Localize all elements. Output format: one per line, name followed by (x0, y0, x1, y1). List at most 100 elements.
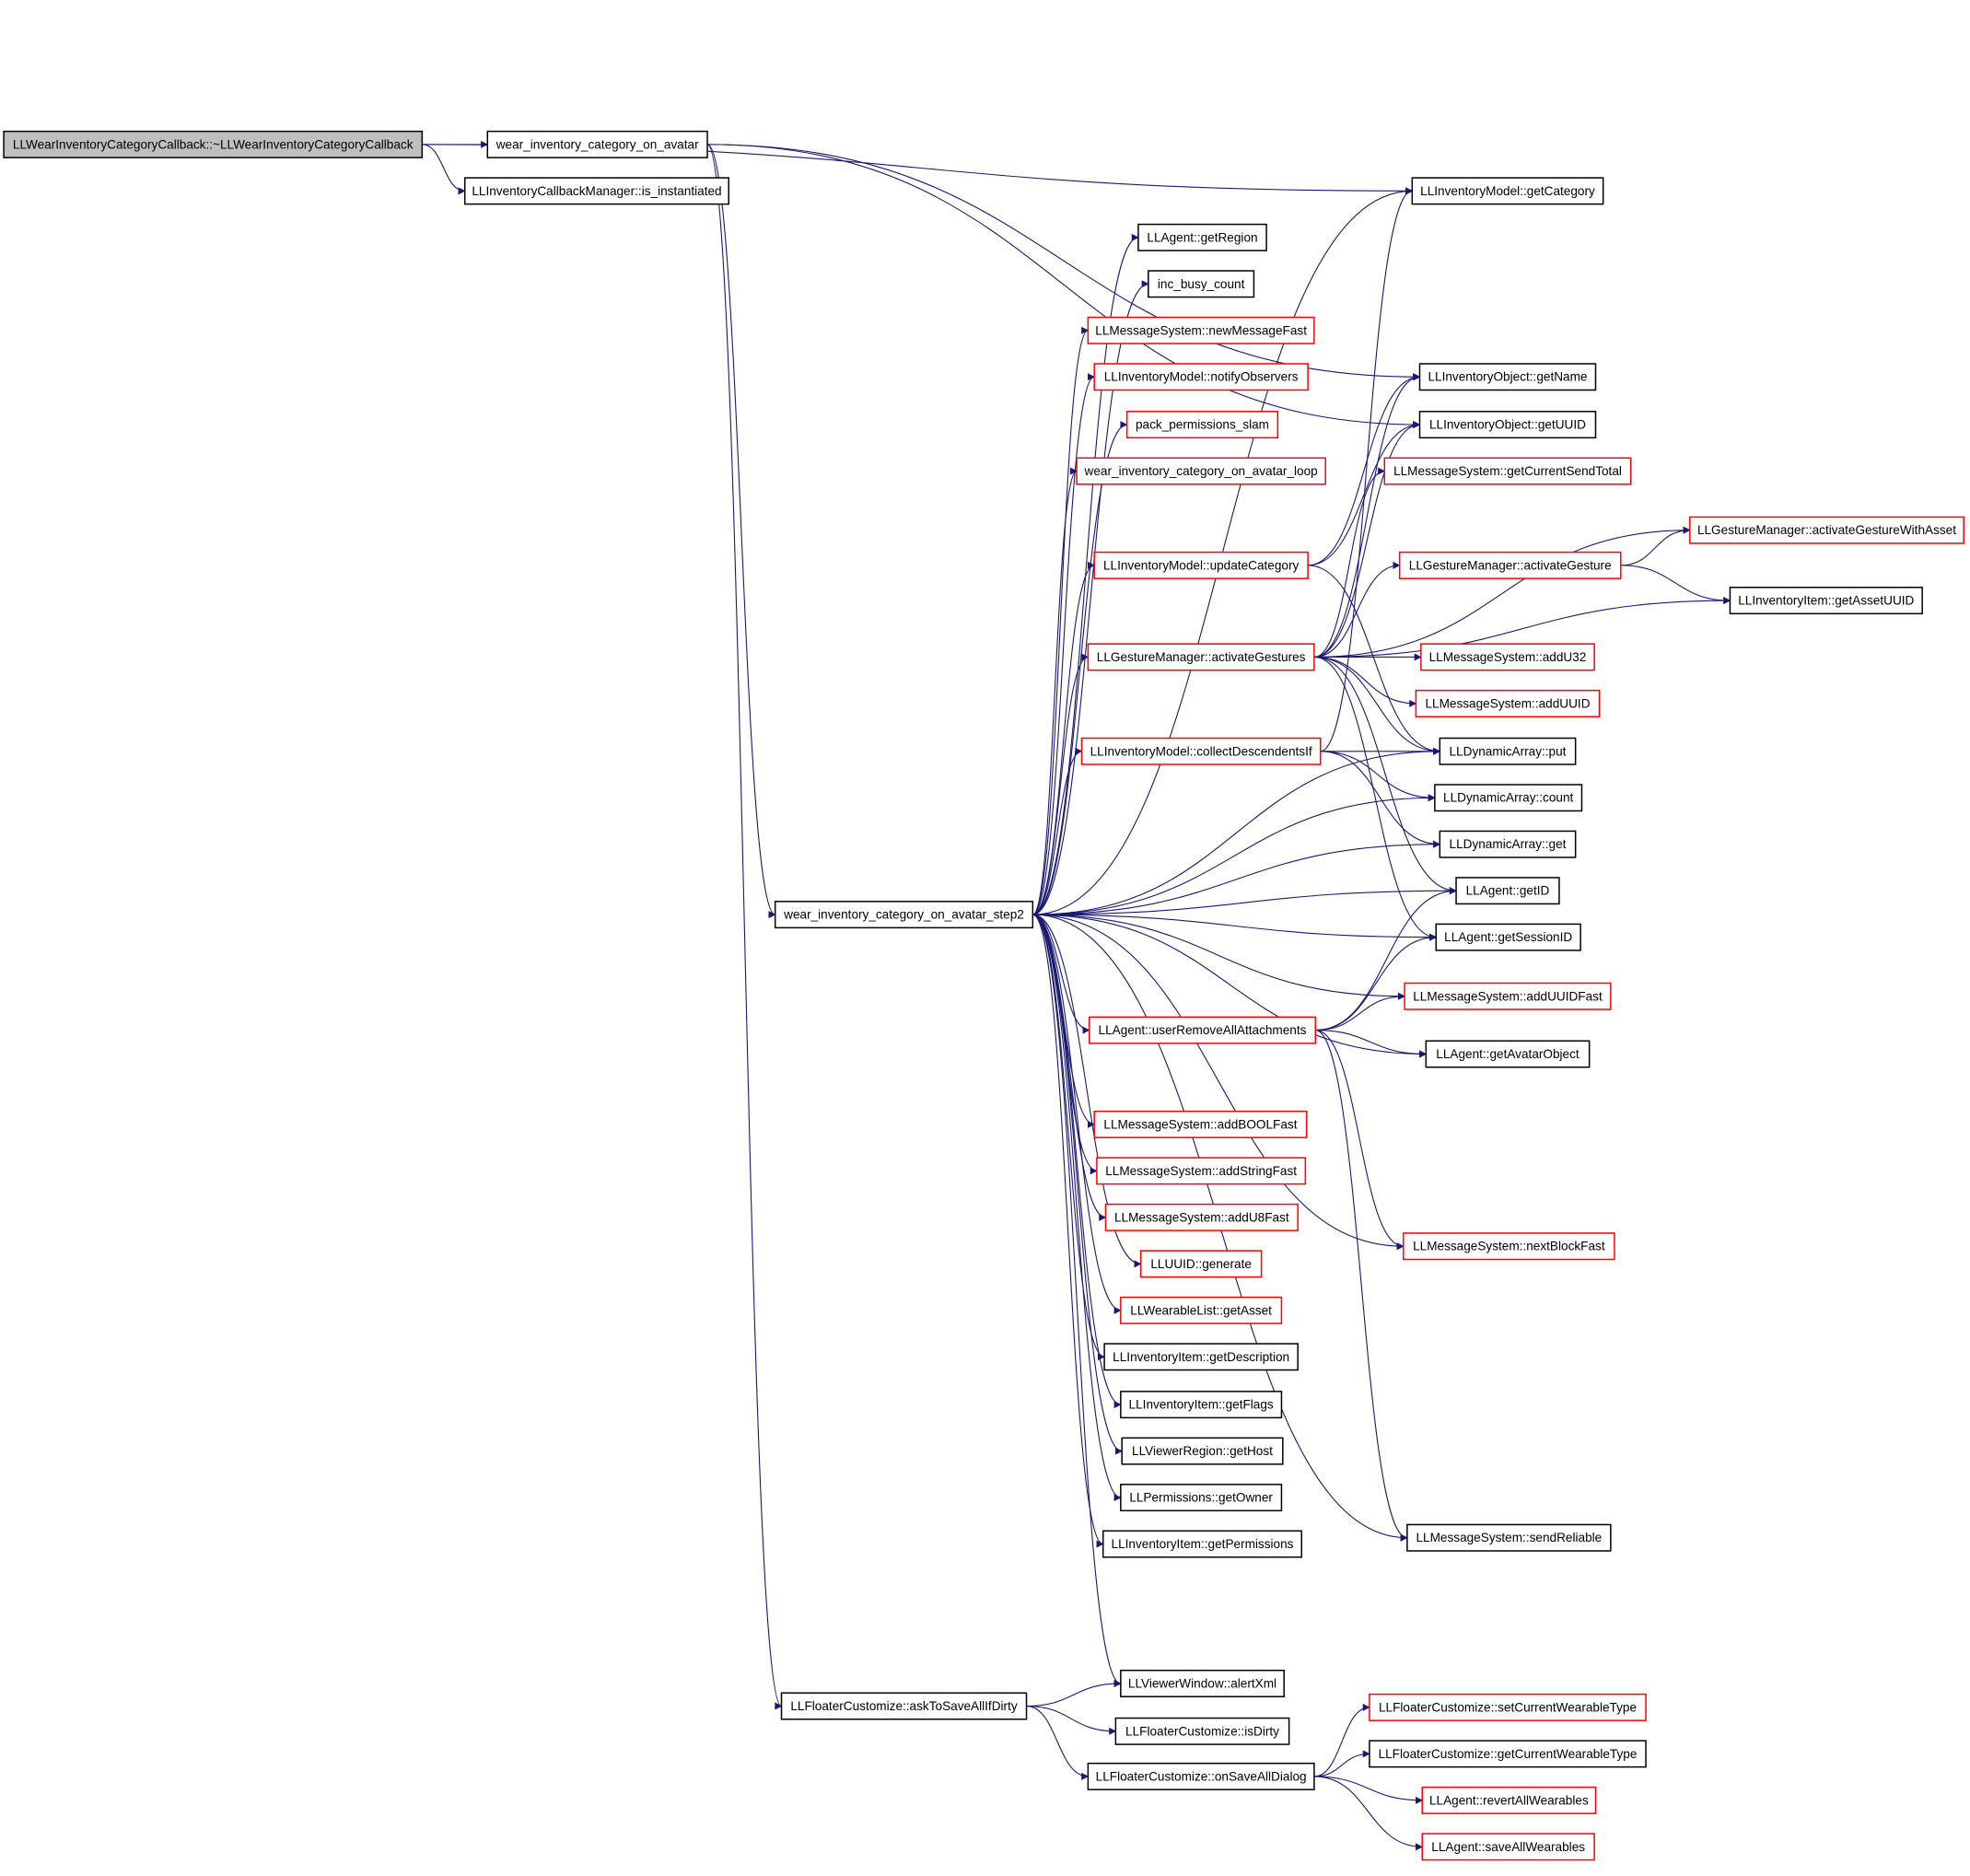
node-box[interactable] (1139, 1250, 1263, 1278)
node-label[interactable]: LLAgent::getSessionID (1444, 930, 1572, 944)
node-actgesture[interactable]: LLGestureManager::activateGesture (1398, 551, 1622, 579)
node-agsessid[interactable]: LLAgent::getSessionID (1435, 923, 1581, 951)
node-box[interactable] (1088, 1016, 1317, 1044)
node-updcategory[interactable]: LLInventoryModel::updateCategory (1093, 551, 1309, 579)
node-box[interactable] (3, 130, 424, 158)
node-box[interactable] (1121, 1437, 1284, 1465)
node-box[interactable] (1369, 1693, 1647, 1721)
node-label[interactable]: LLMessageSystem::addBOOLFast (1103, 1117, 1297, 1131)
node-label[interactable]: LLAgent::getID (1466, 884, 1550, 898)
node-label[interactable]: LLViewerWindow::alertXml (1128, 1676, 1276, 1690)
node-aggetid[interactable]: LLAgent::getID (1455, 877, 1560, 905)
node-label[interactable]: LLAgent::getRegion (1147, 230, 1257, 244)
node-asktosave[interactable]: LLFloaterCustomize::askToSaveAllIfDirty (780, 1692, 1028, 1720)
node-box[interactable] (1689, 516, 1964, 544)
node-vrhost[interactable]: LLViewerRegion::getHost (1121, 1437, 1284, 1465)
node-actgestwa[interactable]: LLGestureManager::activateGestureWithAss… (1689, 516, 1964, 544)
node-incbusy[interactable]: inc_busy_count (1148, 270, 1255, 298)
node-box[interactable] (1087, 643, 1315, 671)
node-box[interactable] (1404, 982, 1612, 1010)
node-label[interactable]: LLDynamicArray::count (1443, 791, 1574, 805)
node-box[interactable] (1434, 784, 1583, 812)
node-label[interactable]: LLMessageSystem::sendReliable (1416, 1531, 1602, 1544)
node-box[interactable] (1439, 830, 1577, 858)
node-label[interactable]: LLAgent::userRemoveAllAttachments (1099, 1023, 1307, 1037)
node-box[interactable] (1418, 411, 1597, 439)
node-label[interactable]: LLFloaterCustomize::isDirty (1125, 1724, 1279, 1738)
node-box[interactable] (1120, 1669, 1285, 1697)
node-addstringfast[interactable]: LLMessageSystem::addStringFast (1096, 1157, 1307, 1185)
node-box[interactable] (1418, 363, 1597, 391)
node-label[interactable]: LLDynamicArray::get (1450, 837, 1567, 851)
node-label[interactable]: LLInventoryObject::getUUID (1429, 418, 1586, 432)
node-alertxml[interactable]: LLViewerWindow::alertXml (1120, 1669, 1285, 1697)
node-box[interactable] (1120, 1391, 1283, 1419)
node-setcurwt[interactable]: LLFloaterCustomize::setCurrentWearableTy… (1369, 1693, 1647, 1721)
node-label[interactable]: LLMessageSystem::addStringFast (1105, 1164, 1297, 1178)
node-box[interactable] (1420, 643, 1595, 671)
node-getuuid[interactable]: LLInventoryObject::getUUID (1418, 411, 1597, 439)
node-label[interactable]: LLFloaterCustomize::askToSaveAllIfDirty (790, 1699, 1017, 1713)
node-box[interactable] (1425, 1040, 1591, 1068)
node-box[interactable] (1093, 551, 1309, 579)
node-icm-inst[interactable]: LLInventoryCallbackManager::is_instantia… (463, 177, 729, 205)
node-box[interactable] (1421, 1786, 1597, 1814)
node-label[interactable]: LLAgent::revertAllWearables (1429, 1793, 1589, 1807)
node-label[interactable]: LLWearableList::getAsset (1130, 1303, 1272, 1317)
node-label[interactable]: LLAgent::saveAllWearables (1431, 1840, 1585, 1854)
node-label[interactable]: LLGestureManager::activateGesture (1409, 558, 1612, 572)
node-box[interactable] (1406, 1523, 1612, 1552)
node-permowner[interactable]: LLPermissions::getOwner (1120, 1484, 1283, 1512)
node-box[interactable] (1120, 1484, 1283, 1512)
node-box[interactable] (1411, 177, 1604, 205)
node-box[interactable] (1102, 1530, 1303, 1558)
node-packperm[interactable]: pack_permissions_slam (1125, 411, 1279, 439)
node-addu32[interactable]: LLMessageSystem::addU32 (1420, 643, 1595, 671)
node-avatarobj[interactable]: LLAgent::getAvatarObject (1425, 1040, 1591, 1068)
node-newmsgfast[interactable]: LLMessageSystem::newMessageFast (1087, 316, 1315, 344)
node-wicoaloop[interactable]: wear_inventory_category_on_avatar_loop (1076, 457, 1326, 485)
node-daget[interactable]: LLDynamicArray::get (1439, 830, 1577, 858)
node-onsaveall[interactable]: LLFloaterCustomize::onSaveAllDialog (1087, 1762, 1315, 1790)
node-daput[interactable]: LLDynamicArray::put (1439, 737, 1577, 765)
node-label[interactable]: LLFloaterCustomize::getCurrentWearableTy… (1379, 1747, 1638, 1761)
node-getname[interactable]: LLInventoryObject::getName (1418, 363, 1597, 391)
node-box[interactable] (1093, 363, 1309, 391)
node-label[interactable]: LLMessageSystem::nextBlockFast (1413, 1240, 1605, 1253)
node-box[interactable] (1137, 223, 1267, 251)
node-box[interactable] (1096, 1157, 1307, 1185)
node-label[interactable]: LLInventoryModel::collectDescendentsIf (1090, 744, 1312, 758)
node-collectdesc[interactable]: LLInventoryModel::collectDescendentsIf (1080, 737, 1322, 765)
node-label[interactable]: LLMessageSystem::newMessageFast (1095, 323, 1307, 337)
node-label[interactable]: wear_inventory_category_on_avatar_loop (1084, 464, 1318, 478)
node-nextblockfast[interactable]: LLMessageSystem::nextBlockFast (1403, 1232, 1615, 1261)
node-box[interactable] (1104, 1203, 1299, 1231)
node-label[interactable]: LLInventoryModel::updateCategory (1103, 558, 1300, 572)
node-box[interactable] (1093, 1110, 1308, 1138)
node-box[interactable] (780, 1692, 1028, 1720)
node-box[interactable] (1080, 737, 1322, 765)
node-box[interactable] (1103, 1343, 1299, 1371)
node-box[interactable] (1439, 737, 1577, 765)
node-label[interactable]: LLMessageSystem::getCurrentSendTotal (1393, 464, 1622, 478)
node-wicoa[interactable]: wear_inventory_category_on_avatar (486, 130, 708, 158)
node-box[interactable] (1403, 1232, 1615, 1261)
node-label[interactable]: LLFloaterCustomize::setCurrentWearableTy… (1379, 1700, 1637, 1714)
node-dacount[interactable]: LLDynamicArray::count (1434, 784, 1583, 812)
node-label[interactable]: wear_inventory_category_on_avatar_step2 (783, 908, 1024, 922)
node-label[interactable]: LLInventoryItem::getAssetUUID (1738, 594, 1914, 608)
node-box[interactable] (1415, 689, 1601, 717)
node-box[interactable] (774, 901, 1034, 929)
node-uuidgen[interactable]: LLUUID::generate (1139, 1250, 1263, 1278)
node-userrematt[interactable]: LLAgent::userRemoveAllAttachments (1088, 1016, 1317, 1044)
node-addu8fast[interactable]: LLMessageSystem::addU8Fast (1104, 1203, 1299, 1231)
node-root[interactable]: LLWearInventoryCategoryCallback::~LLWear… (3, 130, 424, 158)
node-notifyobs[interactable]: LLInventoryModel::notifyObservers (1093, 363, 1309, 391)
node-label[interactable]: LLMessageSystem::addU32 (1429, 650, 1587, 664)
node-box[interactable] (1421, 1833, 1595, 1861)
node-box[interactable] (1125, 411, 1279, 439)
node-label[interactable]: LLMessageSystem::addUUID (1425, 696, 1590, 710)
node-label[interactable]: LLUUID::generate (1150, 1257, 1252, 1271)
node-label[interactable]: LLInventoryObject::getName (1428, 370, 1587, 384)
node-saveall[interactable]: LLAgent::saveAllWearables (1421, 1833, 1595, 1861)
